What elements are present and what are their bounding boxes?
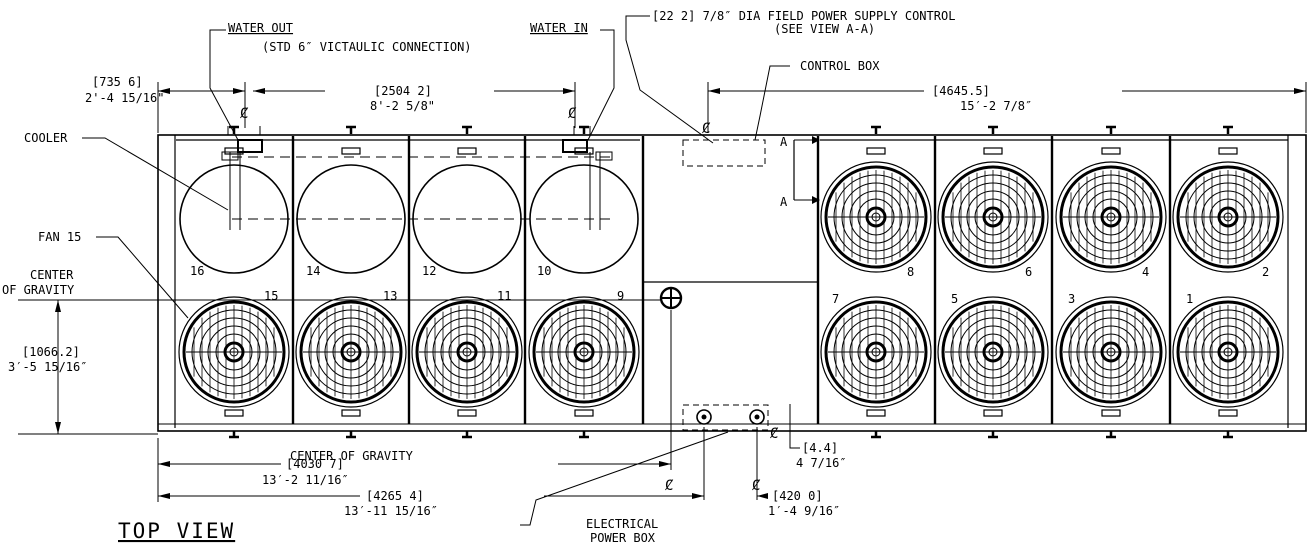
fan-number-9: 9 bbox=[617, 289, 624, 303]
center-of-gravity-marker bbox=[659, 286, 683, 310]
cog-label-line2: OF GRAVITY bbox=[2, 283, 75, 297]
dim-right-span-imperial: 15′-2 7/8″ bbox=[960, 99, 1032, 113]
electrical-power-box bbox=[682, 404, 769, 431]
dim-water-spacing-metric: [2504 2] bbox=[374, 84, 432, 98]
fan-5 bbox=[937, 296, 1049, 408]
fan-number-3: 3 bbox=[1068, 292, 1075, 306]
fan-9 bbox=[528, 296, 640, 408]
svg-text:Ȼ: Ȼ bbox=[770, 426, 779, 442]
dim-elec-offset-imperial: 4 7/16″ bbox=[796, 456, 847, 470]
panel-tabs bbox=[224, 125, 1238, 439]
dim-elec-spacing-imperial: 1′-4 9/16″ bbox=[768, 504, 840, 518]
dim-left-offset-metric: [735 6] bbox=[92, 75, 143, 89]
water-in-label: WATER IN bbox=[530, 21, 588, 35]
cog-label-line1: CENTER bbox=[30, 268, 74, 282]
cooler-number-10: 10 bbox=[537, 264, 551, 278]
dim-cog-length-imperial: 13′-2 11/16″ bbox=[262, 473, 349, 487]
fan-number-15: 15 bbox=[264, 289, 278, 303]
cooler-14 bbox=[296, 164, 406, 274]
fan-7 bbox=[820, 296, 932, 408]
centerline-marks: Ȼ Ȼ Ȼ Ȼ Ȼ Ȼ bbox=[240, 106, 779, 494]
fan-number-1: 1 bbox=[1186, 292, 1193, 306]
fan-number-4: 4 bbox=[1142, 265, 1149, 279]
dim-elec-spacing-metric: [420 0] bbox=[772, 489, 823, 503]
fan-8 bbox=[820, 161, 932, 273]
fan-1 bbox=[1172, 296, 1284, 408]
fan-number-2: 2 bbox=[1262, 265, 1269, 279]
dim-elec-length-imperial: 13′-11 15/16″ bbox=[344, 504, 438, 518]
electrical-label-line2: POWER BOX bbox=[590, 531, 656, 545]
connection-note: (STD 6″ VICTAULIC CONNECTION) bbox=[262, 40, 472, 54]
fan-number-7: 7 bbox=[832, 292, 839, 306]
fan-number-13: 13 bbox=[383, 289, 397, 303]
fan-11 bbox=[411, 296, 523, 408]
dim-right-span-metric: [4645.5] bbox=[932, 84, 990, 98]
dim-elec-offset-metric: [4.4] bbox=[802, 441, 838, 455]
fan-2 bbox=[1172, 161, 1284, 273]
svg-text:Ȼ: Ȼ bbox=[240, 106, 249, 122]
svg-text:Ȼ: Ȼ bbox=[752, 478, 761, 494]
fan-15 bbox=[178, 296, 290, 408]
section-cut-marker bbox=[793, 136, 820, 204]
power-knockout-right bbox=[749, 409, 765, 425]
fan-15-label: FAN 15 bbox=[38, 230, 81, 244]
dim-cog-length-metric: [4030 7] bbox=[286, 457, 344, 471]
dim-cog-height-imperial: 3′-5 15/16″ bbox=[8, 360, 87, 374]
cooler-12 bbox=[412, 164, 522, 274]
cooler-row bbox=[179, 164, 639, 274]
fan-number-5: 5 bbox=[951, 292, 958, 306]
fan-number-11: 11 bbox=[497, 289, 511, 303]
svg-text:Ȼ: Ȼ bbox=[702, 121, 711, 137]
cooler-label: COOLER bbox=[24, 131, 68, 145]
right-fan-block bbox=[820, 161, 1284, 408]
dim-elec-length-metric: [4265 4] bbox=[366, 489, 424, 503]
section-a-bottom: A bbox=[780, 195, 788, 209]
view-title: TOP VIEW bbox=[118, 519, 235, 543]
cooler-10 bbox=[529, 164, 639, 274]
fan-number-6: 6 bbox=[1025, 265, 1032, 279]
svg-text:Ȼ: Ȼ bbox=[568, 106, 577, 122]
field-power-label: [22 2] 7/8″ DIA FIELD POWER SUPPLY CONTR… bbox=[652, 9, 955, 23]
power-knockout-left bbox=[696, 409, 712, 425]
cooler-16 bbox=[179, 164, 289, 274]
cog-bottom-label: CENTER OF GRAVITY bbox=[290, 449, 414, 463]
control-box-label: CONTROL BOX bbox=[800, 59, 880, 73]
left-fan-row bbox=[178, 296, 640, 408]
cooler-number-14: 14 bbox=[306, 264, 320, 278]
section-a-top: A bbox=[780, 135, 788, 149]
dim-water-spacing-imperial: 8'-2 5/8" bbox=[370, 99, 435, 113]
dimension-lines bbox=[18, 15, 1307, 526]
cooler-number-12: 12 bbox=[422, 264, 436, 278]
control-box bbox=[682, 139, 766, 167]
cooler-number-16: 16 bbox=[190, 264, 204, 278]
fan-4 bbox=[1055, 161, 1167, 273]
dim-left-offset-imperial: 2'-4 15/16" bbox=[85, 91, 164, 105]
fan-6 bbox=[937, 161, 1049, 273]
fan-3 bbox=[1055, 296, 1167, 408]
svg-text:Ȼ: Ȼ bbox=[665, 478, 674, 494]
fan-number-8: 8 bbox=[907, 265, 914, 279]
dim-cog-height-metric: [1066.2] bbox=[22, 345, 80, 359]
fan-13 bbox=[295, 296, 407, 408]
field-power-sublabel: (SEE VIEW A-A) bbox=[774, 22, 875, 36]
electrical-label-line1: ELECTRICAL bbox=[586, 517, 658, 531]
water-out-label: WATER OUT bbox=[228, 21, 293, 35]
